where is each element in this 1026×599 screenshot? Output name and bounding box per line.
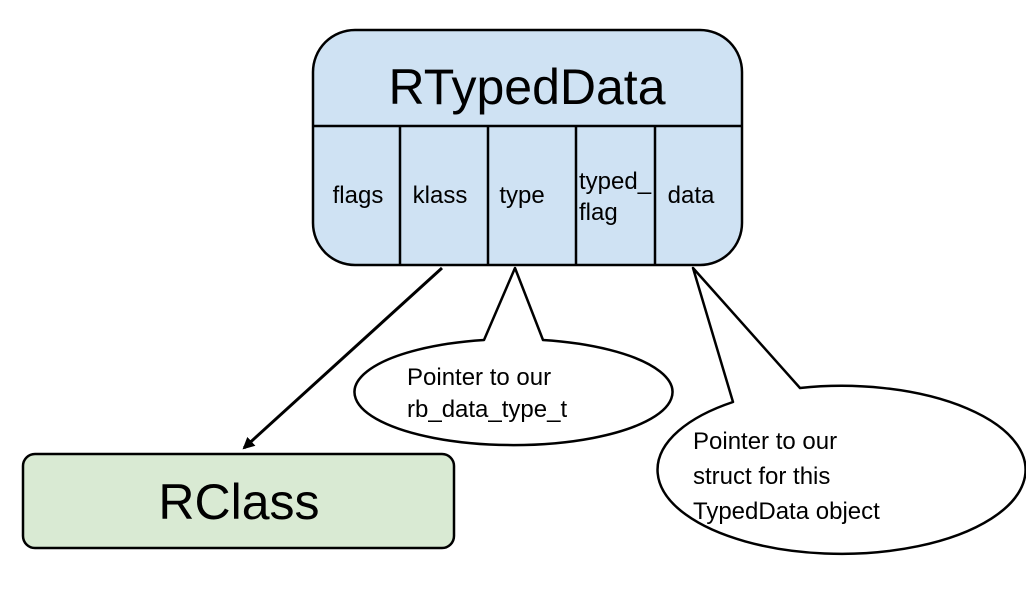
field-flags: flags: [333, 182, 384, 209]
field-type: type: [499, 182, 544, 209]
field-data: data: [668, 182, 715, 209]
rtypeddata-box-shape: [311, 28, 744, 267]
data-pointer-callout-line1: Pointer to our: [693, 428, 837, 455]
field-typed-flag-line1: typed_: [579, 168, 652, 195]
rtypeddata-box: RTypedData flags klass type typed_ flag …: [311, 28, 744, 267]
rtypeddata-title: RTypedData: [388, 59, 665, 115]
data-pointer-callout-shape: [656, 266, 1026, 556]
field-typed-flag-line2: flag: [579, 199, 618, 226]
rclass-box-shape: [21, 452, 456, 550]
field-klass: klass: [413, 182, 468, 209]
rclass-title: RClass: [158, 474, 319, 530]
rclass-box: RClass: [21, 452, 456, 550]
type-pointer-callout-line2: rb_data_type_t: [407, 396, 567, 423]
klass-arrow: [242, 266, 444, 450]
type-pointer-callout-line1: Pointer to our: [407, 364, 551, 391]
data-pointer-callout: Pointer to our struct for this TypedData…: [656, 266, 1026, 556]
type-pointer-callout-shape: [353, 266, 674, 447]
data-pointer-callout-line3: TypedData object: [693, 498, 880, 525]
data-pointer-callout-line2: struct for this: [693, 463, 830, 490]
type-pointer-callout: Pointer to our rb_data_type_t: [353, 266, 674, 447]
